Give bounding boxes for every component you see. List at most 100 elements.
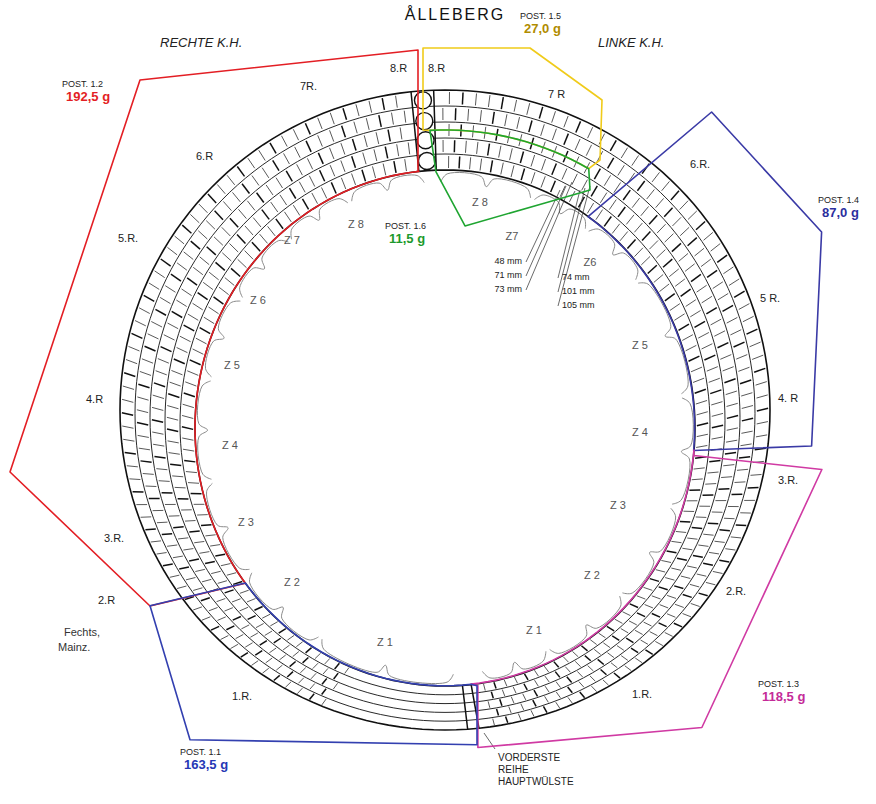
rib-line: [443, 140, 444, 152]
leader-group: [484, 182, 590, 749]
rib-line: [696, 221, 705, 229]
rib-line: [341, 143, 345, 154]
rib-line: [575, 661, 580, 666]
rib-line: [581, 646, 587, 651]
rib-line: [738, 367, 749, 371]
brace-group: [197, 172, 693, 683]
rib-line: [173, 526, 183, 528]
rib-line: [280, 195, 287, 205]
rib-line: [612, 224, 619, 234]
rib-line: [743, 316, 754, 321]
zone-label: Z 5: [224, 359, 240, 372]
rib-line: [193, 349, 204, 354]
rib-line: [625, 666, 631, 671]
rib-line: [490, 160, 492, 172]
rib-line: [193, 588, 202, 591]
rib-line: [229, 243, 238, 252]
rib-line: [603, 680, 609, 685]
row-label: 3.R.: [104, 532, 124, 545]
rib-line: [182, 289, 192, 296]
rib-line: [331, 182, 336, 193]
rib-line: [465, 141, 467, 153]
rib-line: [707, 472, 718, 473]
rib-line: [279, 629, 286, 634]
rib-line: [143, 473, 154, 475]
rib-line: [754, 368, 765, 372]
rib-line: [697, 434, 708, 436]
position-number: POST. 1.6: [385, 222, 426, 232]
rib-line: [607, 653, 613, 658]
rib-line: [649, 240, 658, 249]
rib-line: [626, 215, 634, 225]
outline-svg: [586, 110, 861, 452]
rib-line: [698, 545, 708, 546]
rib-line: [667, 595, 676, 598]
rib-line: [404, 111, 405, 123]
zone-label: Z 4: [632, 426, 648, 439]
rib-line: [217, 184, 225, 193]
rib-line: [284, 212, 291, 222]
rib-line: [470, 157, 471, 169]
rib-line: [167, 429, 178, 431]
rib-line: [250, 633, 257, 637]
rib-line: [225, 590, 234, 593]
rib-line: [656, 250, 665, 258]
rib-line: [262, 614, 270, 618]
rib-line: [127, 466, 138, 467]
rib-line: [287, 672, 293, 677]
rib-line: [455, 108, 457, 120]
rib-line: [320, 170, 325, 181]
rib-line: [554, 662, 559, 668]
section-outline: POST. 1.3118,5 g: [469, 448, 824, 750]
side-label: RECHTE K.H.: [160, 36, 242, 51]
rib-line: [230, 218, 238, 227]
rib-line: [448, 156, 449, 168]
rib-line: [740, 380, 751, 384]
rib-line: [731, 494, 742, 496]
rib-line: [342, 126, 346, 137]
rib-line: [711, 402, 722, 405]
rib-line: [318, 153, 323, 164]
rib-line: [237, 167, 244, 177]
rib-line: [667, 614, 675, 617]
rib-line: [629, 621, 637, 625]
rib-line: [214, 237, 223, 245]
rib-line: [588, 127, 593, 138]
rib-line: [697, 412, 708, 415]
rib-line: [477, 142, 478, 154]
rib-line: [682, 335, 693, 341]
rib-line: [741, 393, 752, 396]
rib-line: [335, 663, 340, 669]
rib-line: [757, 422, 768, 424]
rib-line: [719, 529, 729, 531]
credit-text: Mainz.: [58, 641, 90, 654]
rib-line: [236, 634, 244, 638]
rib-line: [687, 538, 697, 539]
rib-line: [555, 672, 560, 678]
weight-value: 27,0 g: [520, 22, 561, 36]
rib-line: [215, 554, 225, 556]
rib-line: [713, 282, 723, 289]
rib-line: [154, 456, 165, 457]
rib-line: [679, 324, 689, 330]
rib-line: [293, 652, 299, 657]
rib-line: [400, 127, 402, 139]
rib-line: [642, 232, 650, 241]
rib-line: [458, 156, 460, 168]
rib-line: [283, 645, 290, 650]
rib-line: [372, 166, 375, 178]
rib-line: [184, 325, 195, 331]
rib-line: [248, 158, 255, 168]
dimension-label: 48 mm: [494, 256, 522, 266]
rib-line: [177, 263, 187, 270]
rib-line: [707, 367, 718, 372]
position-number: POST. 1.5: [520, 12, 561, 22]
rib-line: [654, 275, 663, 283]
rib-line: [184, 252, 194, 260]
rib-line: [191, 241, 200, 249]
rib-line: [310, 683, 315, 689]
label-group: POST. 1.487,0 g: [818, 196, 859, 220]
rib-line: [739, 457, 750, 458]
rib-line: [744, 500, 755, 501]
dimension-label: 73 mm: [494, 284, 522, 294]
